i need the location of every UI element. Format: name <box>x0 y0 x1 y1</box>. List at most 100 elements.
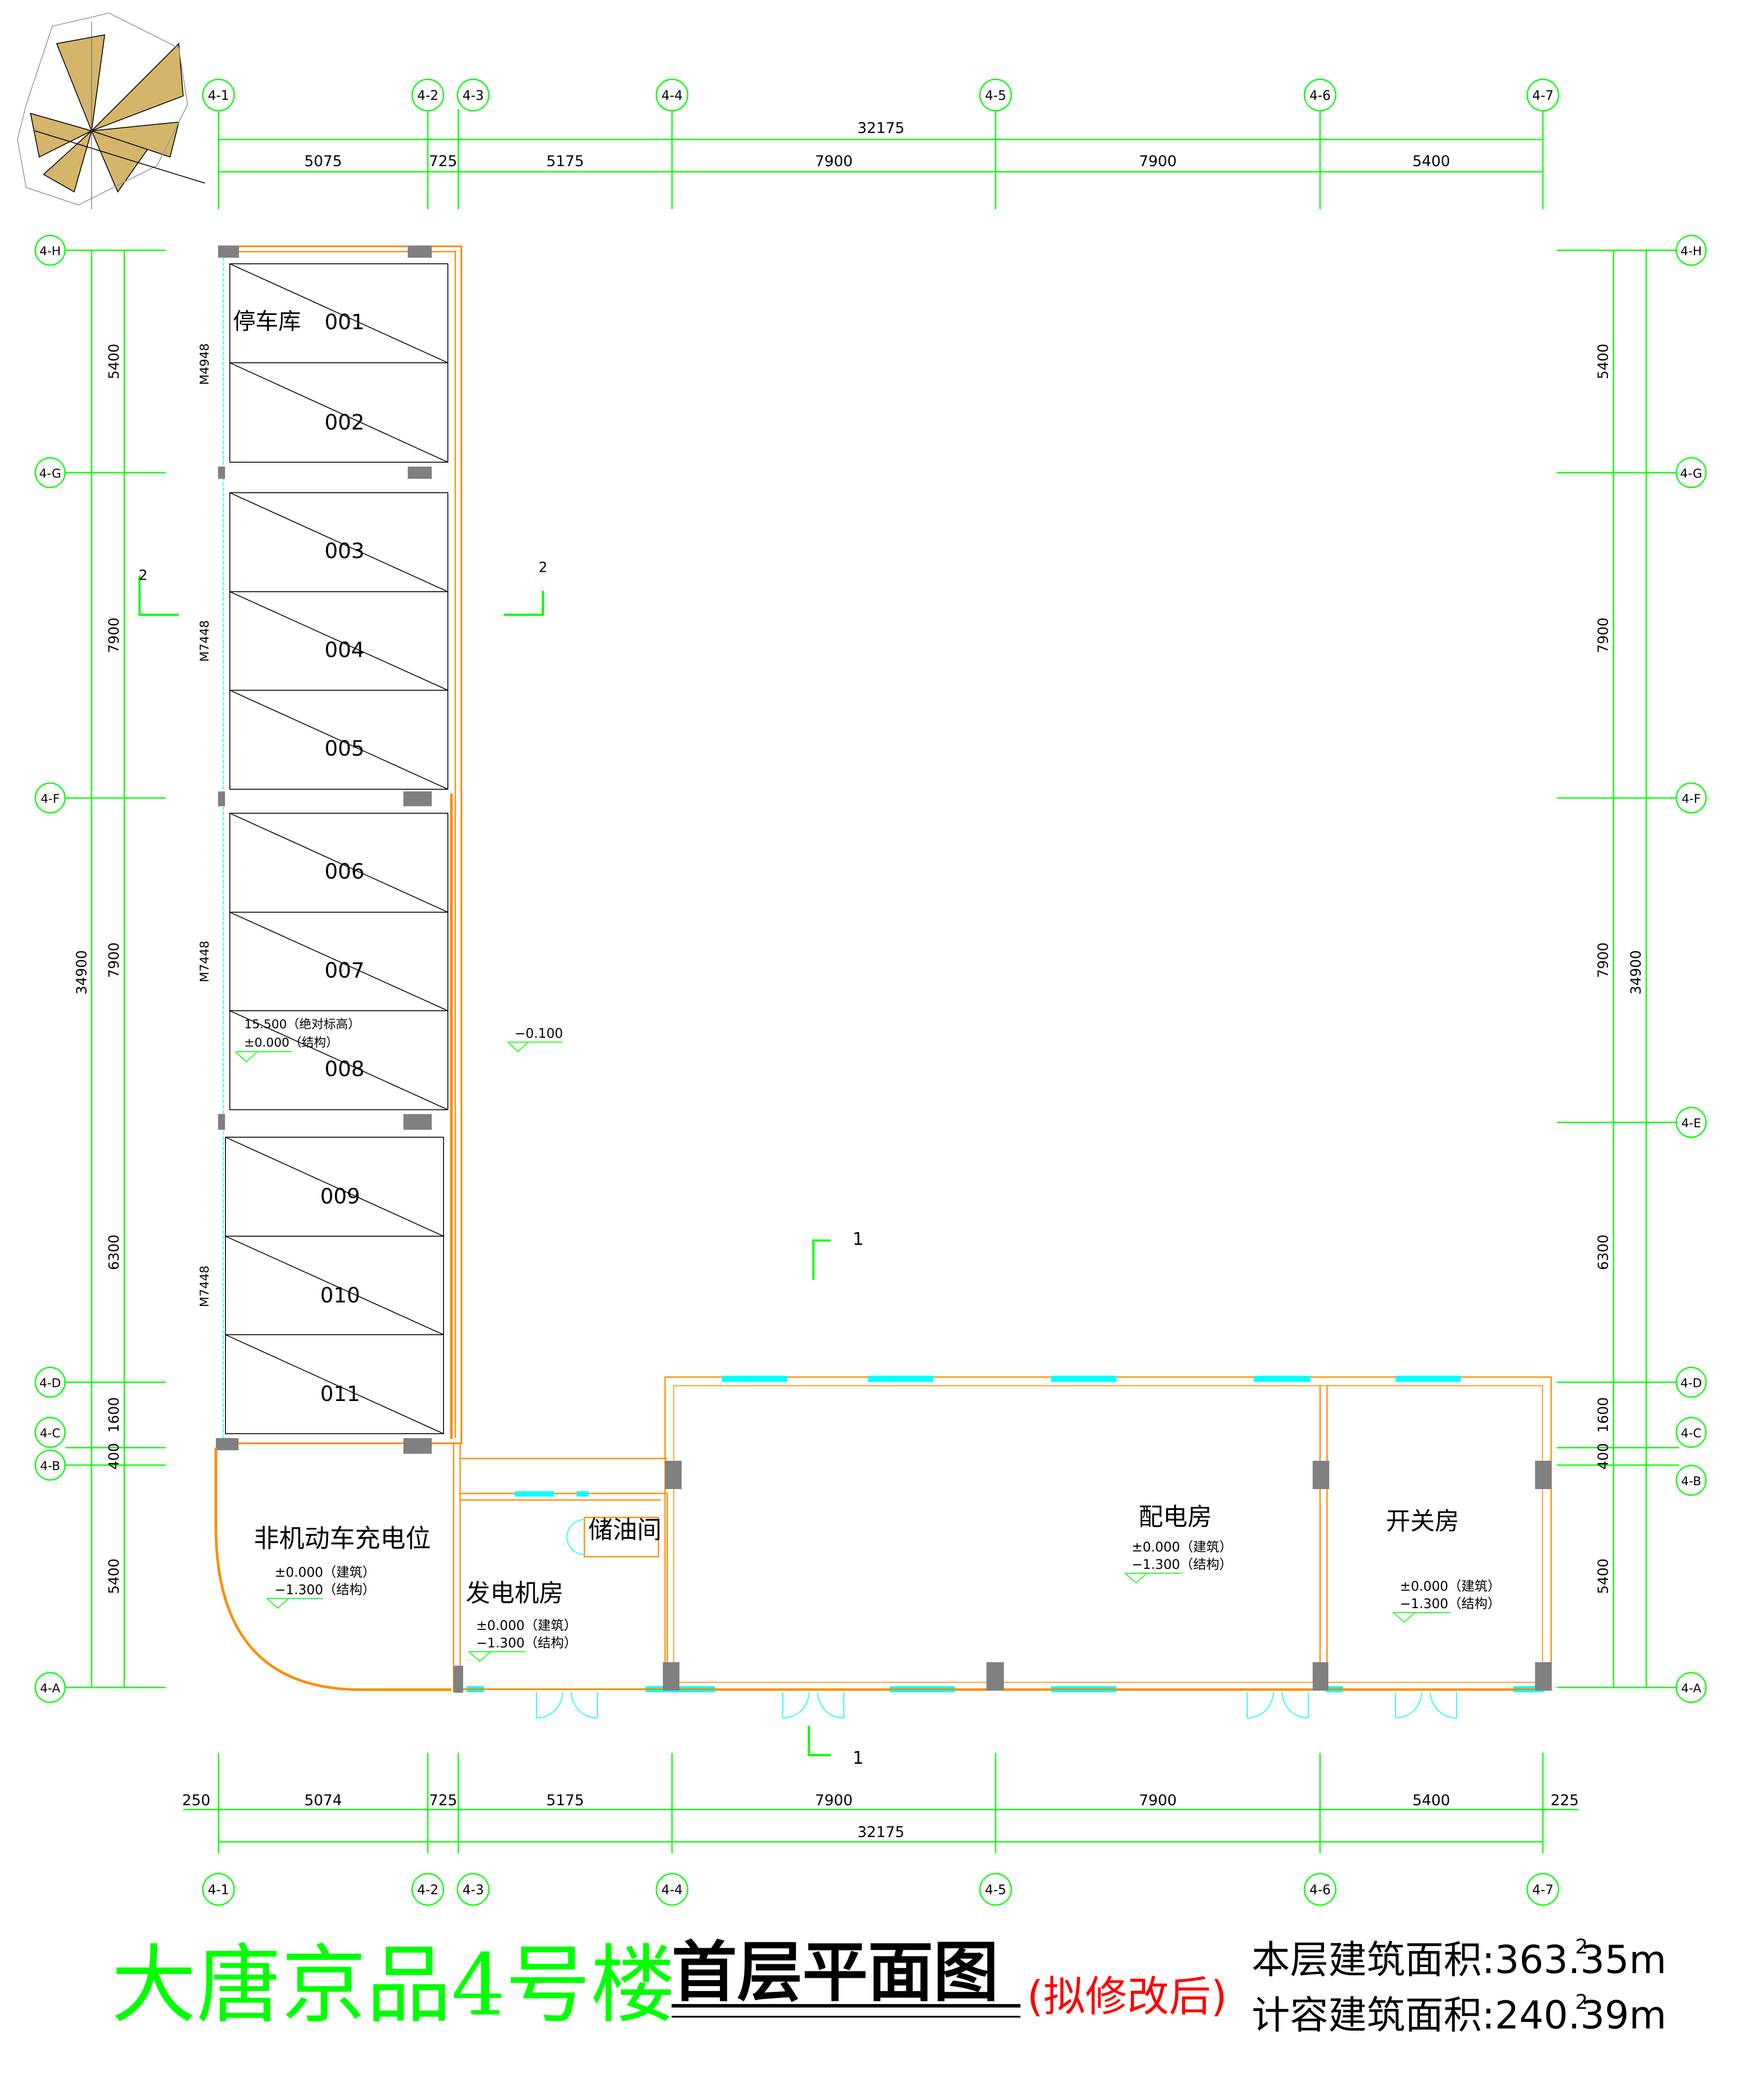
power-room-name: 配电房 <box>1139 1503 1212 1531</box>
svg-text:15.500（绝对标高）: 15.500（绝对标高） <box>244 1017 360 1031</box>
dim-left-total: 34900 <box>73 950 90 995</box>
axis-bubble-bottom-4-2: 4-2 <box>411 1873 444 1906</box>
axis-bubble-right-4-C: 4-C <box>1675 1417 1707 1448</box>
svg-text:4-4: 4-4 <box>662 88 683 103</box>
svg-text:−0.100: −0.100 <box>515 1026 563 1041</box>
svg-text:4-7: 4-7 <box>1532 1882 1554 1898</box>
svg-text:4-6: 4-6 <box>1310 88 1331 103</box>
svg-text:±0.000（建筑）: ±0.000（建筑） <box>476 1618 577 1633</box>
site-elevation-mark: −0.100 <box>508 1026 563 1053</box>
oil-room-name: 储油间 <box>588 1516 662 1544</box>
section-mark-1-top: 1 <box>812 1229 863 1280</box>
axis-bubble-top-4-6: 4-6 <box>1303 78 1337 112</box>
axis-bubble-bottom-4-6: 4-6 <box>1303 1873 1337 1906</box>
dim-bottom-seg: 725 <box>429 1792 457 1809</box>
bike-charging-room: 非机动车充电位 ±0.000（建筑） −1.300（结构） <box>215 1443 461 1692</box>
svg-text:4-5: 4-5 <box>985 88 1007 103</box>
svg-text:1: 1 <box>853 1229 863 1249</box>
axis-bubble-right-4-G: 4-G <box>1675 457 1707 488</box>
dim-top-seg: 5075 <box>304 153 342 170</box>
dim-right-seg: 7900 <box>1595 942 1611 978</box>
dim-top-seg: 7900 <box>1139 153 1177 170</box>
svg-text:4-1: 4-1 <box>208 88 229 103</box>
door-tag: M7448 <box>197 620 212 661</box>
dim-right-seg: 1600 <box>1595 1397 1611 1432</box>
dim-bottom-seg: 225 <box>1551 1792 1579 1809</box>
axis-bubble-right-4-E: 4-E <box>1675 1107 1707 1138</box>
garage-elevation-mark: 15.500（绝对标高） ±0.000（结构） <box>235 1017 360 1063</box>
parking-space-number: 010 <box>320 1283 360 1308</box>
dim-right-total: 34900 <box>1628 950 1644 995</box>
revision-note: (拟修改后) <box>1027 1972 1227 2021</box>
axis-bubble-top-4-3: 4-3 <box>457 78 490 112</box>
bike-room-name: 非机动车充电位 <box>254 1524 431 1553</box>
axis-bubble-bottom-4-3: 4-3 <box>457 1873 490 1906</box>
svg-text:4-D: 4-D <box>1680 1376 1702 1390</box>
dim-right-seg: 5400 <box>1595 344 1611 379</box>
svg-text:±0.000（结构）: ±0.000（结构） <box>244 1035 338 1050</box>
drawing-title: 首层平面图 <box>672 1935 999 2011</box>
parking-space-number: 009 <box>320 1184 360 1209</box>
svg-text:4-C: 4-C <box>40 1426 60 1440</box>
dim-bottom-seg: 7900 <box>1139 1792 1177 1809</box>
project-title: 大唐京品4号楼 <box>111 1936 676 2035</box>
svg-text:4-G: 4-G <box>1680 466 1703 481</box>
axis-bubble-left-4-G: 4-G <box>34 457 66 488</box>
dim-right-seg: 6300 <box>1595 1234 1611 1270</box>
svg-text:−1.300（结构）: −1.300（结构） <box>275 1582 375 1598</box>
axis-bubble-left-4-F: 4-F <box>34 782 66 814</box>
svg-text:4-2: 4-2 <box>417 1882 439 1898</box>
garage-wing: 停车库 001 002 003 004 005 006 007 008 009 … <box>197 245 462 1454</box>
axis-bubble-right-4-F: 4-F <box>1675 782 1707 814</box>
axis-bubble-top-4-7: 4-7 <box>1526 78 1559 112</box>
svg-text:±0.000（建筑）: ±0.000（建筑） <box>275 1565 375 1580</box>
dim-left-seg: 5400 <box>106 1558 122 1594</box>
parking-space-number: 007 <box>324 958 365 983</box>
svg-text:4-3: 4-3 <box>463 88 484 103</box>
dim-top-seg: 5400 <box>1413 153 1450 170</box>
parking-space-number: 005 <box>324 736 365 761</box>
axis-lines-vertical <box>218 109 1544 1853</box>
parking-space-number: 003 <box>324 539 365 563</box>
dim-top-seg: 7900 <box>815 153 853 170</box>
dim-top-total: 32175 <box>857 119 904 137</box>
axis-bubble-right-4-A: 4-A <box>1675 1672 1707 1703</box>
parking-space-number: 011 <box>320 1382 360 1406</box>
dim-left-seg: 7900 <box>106 617 122 653</box>
parking-space-number: 008 <box>324 1057 365 1081</box>
dim-right-seg: 400 <box>1595 1443 1611 1469</box>
floor-area: 本层建筑面积:363.35m <box>1252 1937 1666 1982</box>
dim-bottom-total: 32175 <box>857 1824 904 1841</box>
parking-space-number: 004 <box>324 638 365 662</box>
axis-bubble-top-4-2: 4-2 <box>411 78 444 112</box>
dim-left-seg: 1600 <box>106 1397 122 1432</box>
axis-bubble-bottom-4-1: 4-1 <box>202 1873 235 1906</box>
axis-bubble-left-4-D: 4-D <box>34 1367 66 1398</box>
axis-bubble-right-4-B: 4-B <box>1675 1465 1707 1496</box>
section-mark-1-bottom: 1 <box>808 1726 863 1768</box>
door-tag: M4948 <box>197 343 212 385</box>
axis-bubble-right-4-D: 4-D <box>1675 1367 1707 1398</box>
svg-text:4-D: 4-D <box>39 1376 61 1390</box>
axis-bubble-left-4-A: 4-A <box>34 1672 66 1703</box>
svg-text:1: 1 <box>853 1748 863 1768</box>
svg-text:−1.300（结构）: −1.300（结构） <box>476 1636 577 1651</box>
svg-text:4-3: 4-3 <box>463 1882 484 1898</box>
svg-text:4-5: 4-5 <box>985 1882 1007 1898</box>
dim-left-seg: 6300 <box>106 1234 122 1270</box>
door-tag: M7448 <box>197 1265 212 1307</box>
svg-text:4-A: 4-A <box>1681 1681 1701 1695</box>
door-tag: M7448 <box>197 941 212 982</box>
dim-bottom-seg: 5175 <box>546 1792 584 1809</box>
plot-ratio-area: 计容建筑面积:240.39m <box>1252 1993 1666 2038</box>
svg-text:4-4: 4-4 <box>662 1882 683 1898</box>
svg-text:4-H: 4-H <box>1681 244 1702 258</box>
title-block: 大唐京品4号楼 首层平面图 (拟修改后) 本层建筑面积:363.35m 2 计容… <box>111 1935 1666 2038</box>
svg-text:±0.000（建筑）: ±0.000（建筑） <box>1132 1540 1232 1555</box>
svg-text:2: 2 <box>539 559 547 576</box>
axis-bubble-top-4-1: 4-1 <box>202 78 235 112</box>
svg-text:4-F: 4-F <box>1682 791 1701 806</box>
parking-space-number: 006 <box>324 859 365 884</box>
svg-text:±0.000（建筑）: ±0.000（建筑） <box>1400 1579 1501 1594</box>
